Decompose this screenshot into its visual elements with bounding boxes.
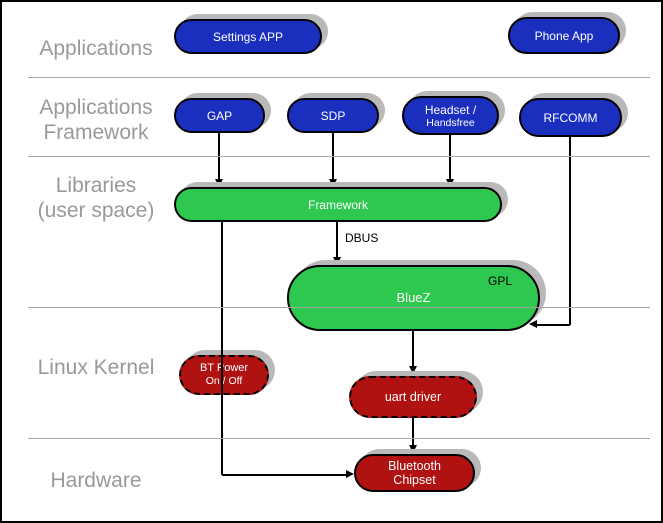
node-label: GAP — [206, 108, 233, 123]
node-label: On / Off — [205, 375, 243, 387]
node-bt-power-on-off: BT Power On / Off — [179, 355, 269, 395]
dbus-label: DBUS — [345, 231, 379, 245]
layer-label-applications: Applications — [16, 36, 176, 61]
layer-divider — [28, 438, 650, 439]
node-label: Handsfree — [426, 116, 475, 129]
connector-framework-to-chipset — [222, 474, 346, 476]
node-label: SDP — [320, 108, 346, 123]
node-uart-driver: uart driver — [349, 376, 477, 418]
node-sdp: SDP — [287, 98, 379, 133]
connector-bluez-to-uart — [412, 331, 414, 367]
arrowhead-icon — [409, 445, 417, 453]
layer-divider — [28, 77, 650, 78]
node-bluetooth-chipset: Bluetooth Chipset — [354, 454, 475, 492]
arrowhead-icon — [215, 179, 223, 187]
layer-label-text: (user space) — [37, 199, 155, 222]
node-label: uart driver — [384, 390, 442, 404]
node-label: RFCOMM — [543, 110, 598, 125]
layer-label-text: Framework — [43, 121, 149, 144]
layer-label-text: Linux Kernel — [37, 356, 155, 379]
node-phone-app: Phone App — [508, 17, 620, 54]
node-gap: GAP — [174, 98, 265, 133]
layer-label-text: Hardware — [50, 469, 142, 492]
layer-label-text: Libraries — [55, 174, 137, 197]
connector-uart-to-chipset — [412, 418, 414, 446]
node-bluez: GPL BlueZ — [287, 265, 540, 331]
node-label: BT Power — [199, 362, 249, 374]
node-headset-handsfree: Headset / Handsfree — [402, 96, 499, 135]
node-label: BlueZ — [396, 290, 431, 305]
layer-label-libraries-user-space: Libraries (user space) — [16, 173, 176, 223]
layer-label-text: Applications — [39, 96, 153, 119]
node-settings-app: Settings APP — [174, 19, 322, 54]
connector-rfcomm-to-bluez — [569, 137, 571, 325]
node-label: Settings APP — [212, 29, 284, 44]
arrowhead-icon — [333, 257, 341, 265]
gpl-label: GPL — [487, 274, 512, 288]
arrowhead-icon — [409, 366, 417, 374]
arrowhead-icon — [329, 179, 337, 187]
node-label: Chipset — [393, 473, 436, 487]
layer-label-applications-framework: Applications Framework — [16, 95, 176, 145]
layer-label-hardware: Hardware — [16, 468, 176, 493]
arrowhead-icon — [529, 320, 537, 328]
node-label: Headset / — [424, 102, 477, 117]
connector-headset-to-framework — [449, 135, 451, 180]
layer-divider — [28, 307, 650, 308]
connector-framework-to-chipset — [221, 222, 223, 475]
node-label: Bluetooth — [388, 459, 441, 473]
layer-label-text: Applications — [39, 37, 153, 60]
connector-rfcomm-to-bluez — [536, 324, 570, 326]
node-label: Framework — [307, 197, 368, 212]
connector-framework-to-bluez — [336, 222, 338, 258]
arrowhead-icon — [346, 470, 354, 478]
arrowhead-icon — [446, 179, 454, 187]
node-label: Phone App — [534, 28, 594, 43]
layer-divider — [28, 156, 650, 157]
node-rfcomm: RFCOMM — [519, 98, 622, 137]
node-framework: Framework — [174, 187, 502, 222]
layer-label-linux-kernel: Linux Kernel — [16, 355, 176, 380]
